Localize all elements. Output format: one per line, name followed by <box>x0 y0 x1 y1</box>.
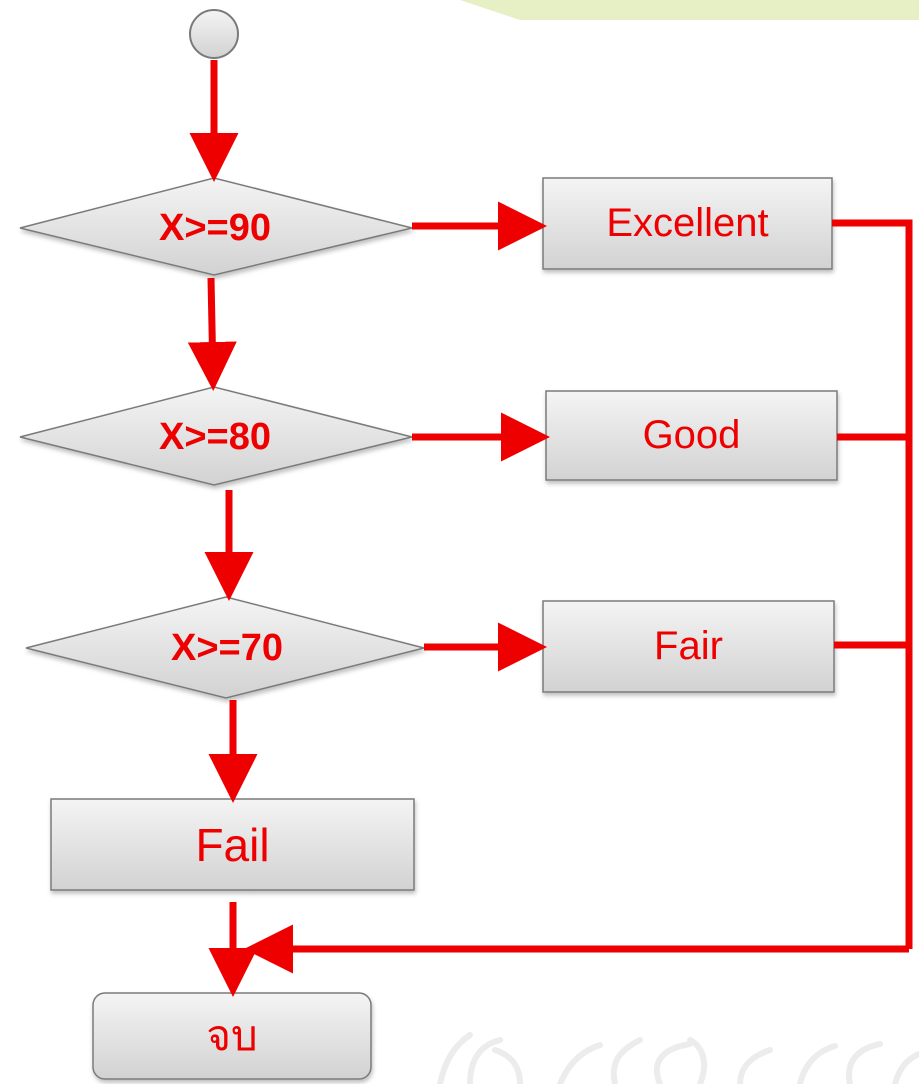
arrow-d90-to-d80 <box>187 277 237 391</box>
process-good-label: Good <box>642 413 741 457</box>
decision-x-70-label: X>=70 <box>171 626 283 669</box>
plant-watermark <box>437 1032 919 1084</box>
connector-excellent-return <box>832 219 913 949</box>
process-fair-label: Fair <box>654 624 723 668</box>
header-banner <box>460 0 919 20</box>
process-excellent-shape <box>542 177 833 270</box>
terminal-end-label: จบ <box>206 1011 258 1060</box>
process-excellent-label: Excellent <box>606 201 769 245</box>
decision-x-90-label: X>=90 <box>159 206 271 249</box>
start-node <box>189 9 239 59</box>
process-fail-label: Fail <box>195 818 270 871</box>
decision-x-80-label: X>=80 <box>159 415 271 458</box>
